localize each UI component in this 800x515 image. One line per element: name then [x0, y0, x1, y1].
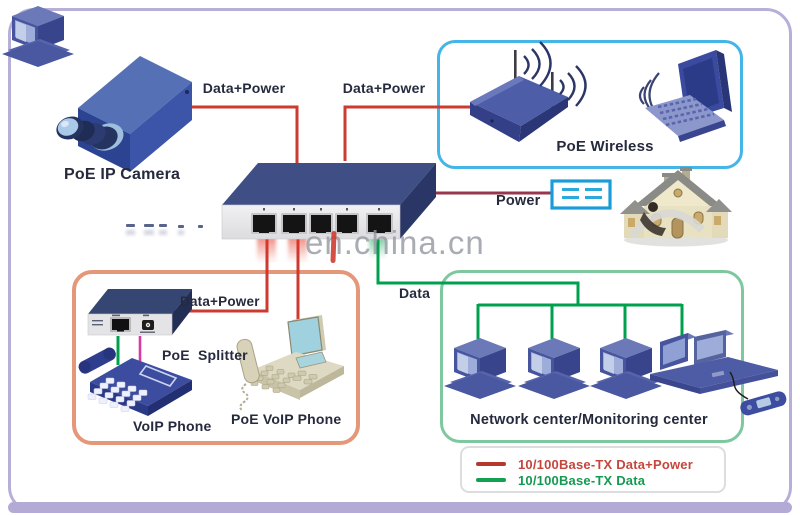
power-adapter-icon: [550, 179, 612, 210]
legend-label: 10/100Base-TX Data: [518, 472, 646, 488]
slide-bottom-bar: [8, 502, 792, 513]
voip-phone-illustration: [78, 347, 192, 416]
desktop-computer-illustration: [444, 338, 516, 399]
desktop-computers: [2, 6, 662, 399]
house-illustration: [620, 167, 732, 247]
label-camera-link: Data+Power: [202, 80, 286, 96]
network-zone-box: [440, 270, 744, 443]
cable-camera-to-switch: [188, 105, 299, 166]
cable-switch-to-network-center: [376, 236, 684, 339]
device-cord: [729, 371, 749, 400]
poe-splitter-illustration: [87, 289, 192, 336]
legend-label: 10/100Base-TX Data+Power: [518, 456, 693, 472]
laptop-keys: [657, 97, 715, 127]
phone-zone-box: [72, 270, 360, 445]
wireless-access-point-illustration: [470, 41, 587, 142]
label-splitter-link: Data+Power: [180, 294, 260, 309]
port-glow: [369, 233, 386, 259]
desktop-computer-illustration: [518, 338, 590, 399]
port-glow: [288, 233, 307, 263]
reflection-marks: [126, 224, 203, 235]
label-poe-ip-camera: PoE IP Camera: [64, 166, 181, 183]
wireless-zone-box: [437, 40, 743, 169]
poe-ip-camera-illustration: [56, 56, 192, 172]
laptop-illustration: [638, 50, 732, 142]
phone-handset: [78, 347, 116, 374]
label-poe-voip-phone: PoE VoIP Phone: [231, 411, 342, 427]
splitter-tiny-labels: [92, 314, 155, 333]
label-voip-phone: VoIP Phone: [133, 418, 212, 434]
legend-item-data: 10/100Base-TX Data: [476, 472, 724, 488]
monitoring-workstation-illustration: [650, 330, 787, 416]
cable-switch-to-wireless: [343, 105, 477, 161]
label-poe-splitter: PoE Splitter: [162, 347, 248, 363]
phone-handset: [236, 338, 260, 384]
label-network-center: Network center/Monitoring center: [470, 412, 708, 428]
legend-swatch-red: [476, 462, 506, 466]
switch-ports: [251, 213, 393, 234]
poe-switch-illustration: [221, 163, 436, 240]
legend-box: 10/100Base-TX Data+Power 10/100Base-TX D…: [460, 446, 726, 493]
wifi-waves-icon: [523, 41, 587, 107]
handset-cord: [239, 383, 249, 412]
handheld-device-illustration: [740, 391, 787, 416]
label-wireless-link: Data+Power: [342, 80, 426, 96]
port-glow: [257, 233, 276, 263]
legend-item-data-power: 10/100Base-TX Data+Power: [476, 456, 724, 472]
desktop-computer-illustration: [590, 338, 662, 399]
poe-voip-phone-illustration: [236, 315, 344, 412]
label-data-link: Data: [399, 285, 431, 301]
label-poe-wireless: PoE Wireless: [556, 138, 654, 155]
label-power-link: Power: [496, 193, 541, 209]
legend-swatch-green: [476, 478, 506, 482]
phone-keypad: [87, 377, 148, 412]
port-number-marks: [263, 208, 380, 211]
